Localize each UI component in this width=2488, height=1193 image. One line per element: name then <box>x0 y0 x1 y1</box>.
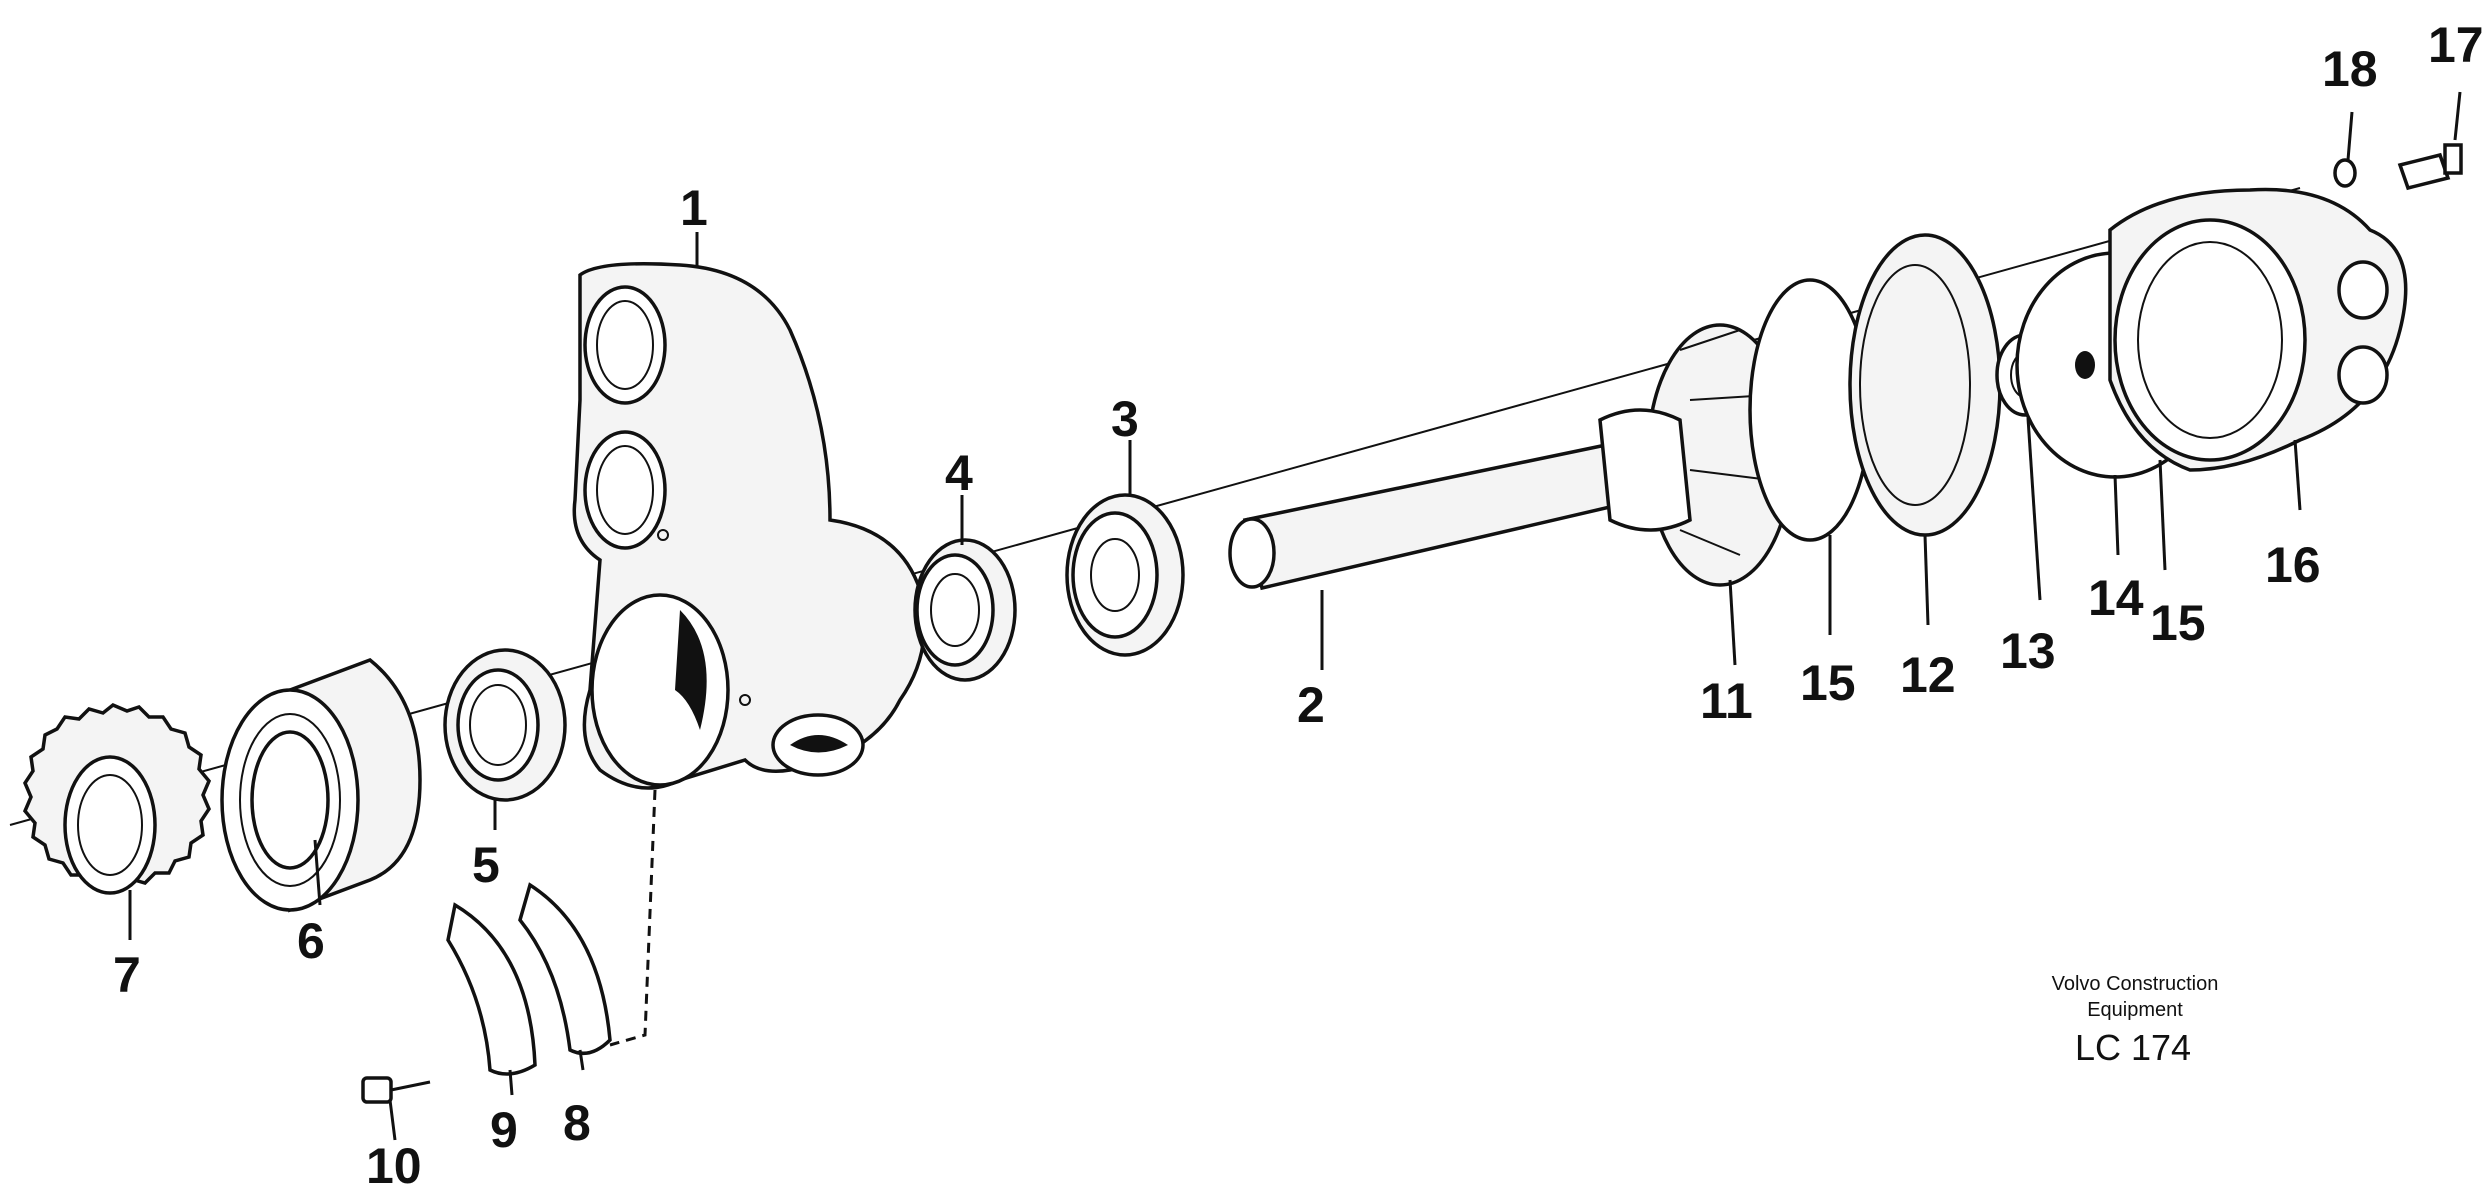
callout-3: 3 <box>1111 391 1139 447</box>
bearing-cap <box>1065 493 1185 657</box>
gear-housing <box>572 262 927 790</box>
drawing-code: LC 174 <box>2075 1027 2191 1068</box>
callout-15-right: 15 <box>2150 595 2206 651</box>
seal-ring <box>443 648 567 802</box>
shaft <box>1228 437 1642 591</box>
callout-6: 6 <box>297 913 325 969</box>
reference-dash <box>609 789 657 1047</box>
callout-8: 8 <box>563 1095 591 1151</box>
nut <box>2333 158 2357 188</box>
segment-right <box>518 882 612 1056</box>
callout-11: 11 <box>1700 673 1753 729</box>
screw <box>361 1076 431 1104</box>
credit-line-1: Volvo Construction <box>2052 973 2219 995</box>
credit-line-2: Equipment <box>2087 999 2183 1021</box>
callout-14: 14 <box>2088 570 2144 626</box>
callout-4: 4 <box>945 445 973 501</box>
callout-12: 12 <box>1900 647 1956 703</box>
callout-5: 5 <box>472 837 500 893</box>
callout-13: 13 <box>2000 623 2056 679</box>
callout-10: 10 <box>366 1138 422 1193</box>
gear <box>22 702 212 895</box>
bolt <box>2397 143 2463 191</box>
segment-left <box>446 902 537 1076</box>
callout-7: 7 <box>113 947 141 1003</box>
ball-bearing <box>913 538 1017 682</box>
cover <box>1848 233 2002 537</box>
callout-2: 2 <box>1297 677 1325 733</box>
callout-16: 16 <box>2265 537 2321 593</box>
outer-housing <box>2108 187 2408 472</box>
callout-17: 17 <box>2428 17 2484 73</box>
leader-lines <box>128 91 2462 1141</box>
callout-18: 18 <box>2322 41 2378 97</box>
callout-1: 1 <box>680 180 708 236</box>
callout-9: 9 <box>490 1102 518 1158</box>
callout-15-left: 15 <box>1800 655 1856 711</box>
roller-bearing <box>220 658 422 913</box>
